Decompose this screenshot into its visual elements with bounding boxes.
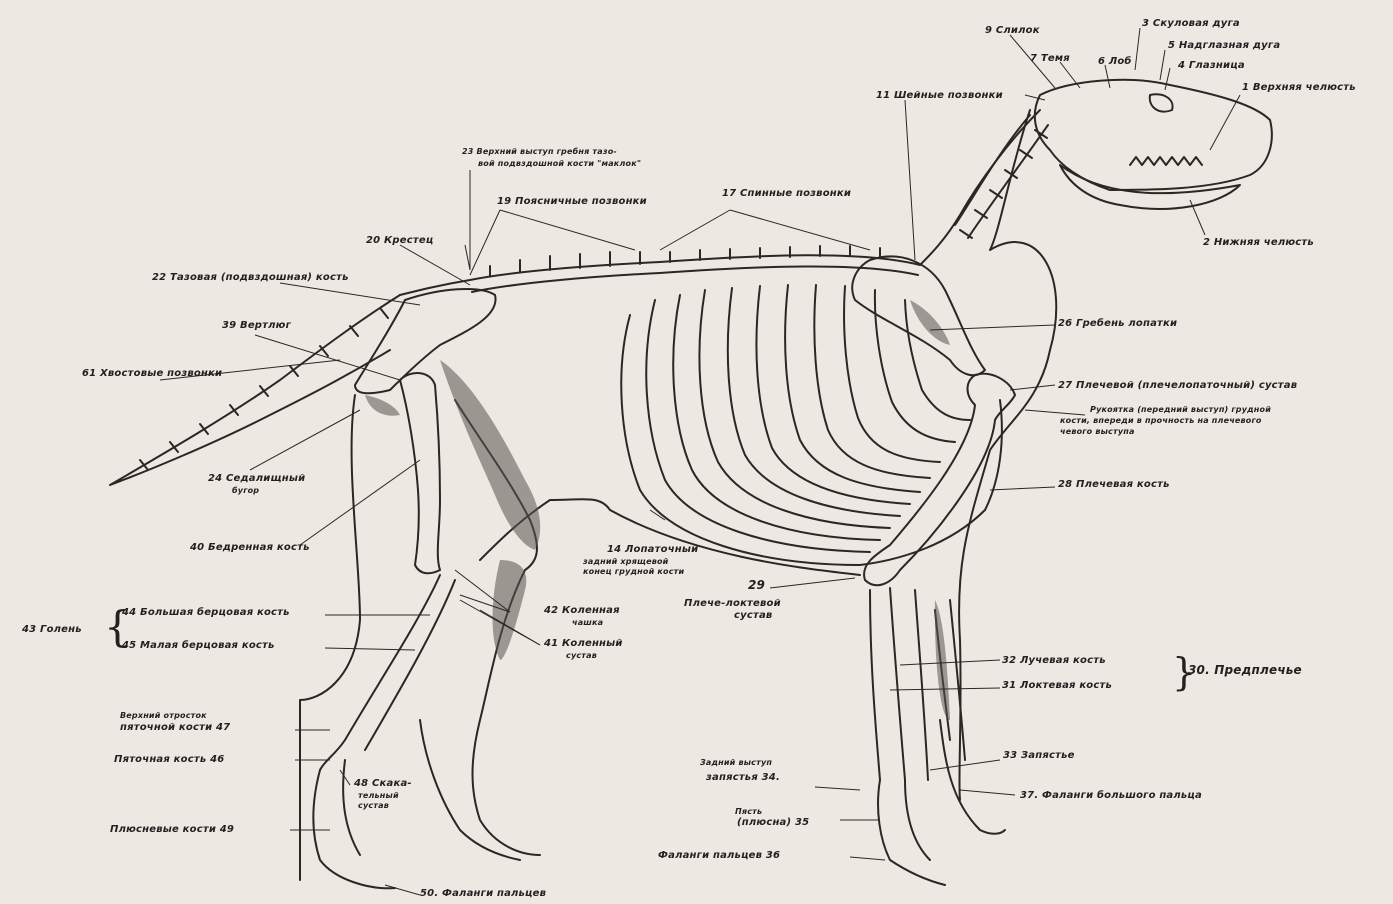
label-sternum-1: 14 Лопаточный (607, 544, 698, 555)
label-tibia: 44 Большая берцовая кость (122, 607, 290, 618)
label-elbow-1: Плече-локтевой (684, 598, 781, 609)
label-tail-vertebrae: 61 Хвостовые позвонки (82, 368, 222, 379)
label-patella-2: чашка (572, 618, 603, 627)
label-hip-crest-1: 23 Верхний выступ гребня тазо- (462, 147, 617, 156)
label-elbow-2: сустав (734, 610, 772, 621)
label-manubrium-1: Рукоятка (передний выступ) грудной (1090, 405, 1271, 414)
label-ischial-tuber-1: 24 Седалищный (208, 473, 305, 484)
label-fibula: 45 Малая берцовая кость (122, 640, 275, 651)
ribcage (621, 285, 970, 565)
label-calcaneal-process-2: пяточной кости 47 (120, 722, 230, 733)
label-hock-2: тельный (358, 791, 399, 800)
label-ulna: 31 Локтевая кость (1002, 680, 1112, 691)
label-sternum-2: задний хрящевой (583, 557, 669, 566)
label-dewclaw-phalanges: 37. Фаланги большого пальца (1020, 790, 1202, 801)
label-lumbar-vertebrae: 19 Поясничные позвонки (497, 196, 647, 207)
label-accessory-carpal-2: запястья 34. (706, 772, 780, 783)
label-supraorbital-arch: 5 Надглазная дуга (1168, 40, 1280, 51)
label-orbit: 4 Глазница (1178, 60, 1245, 71)
label-trochanter: 39 Вертлюг (222, 320, 291, 331)
label-zygomatic-arch: 3 Скуловая дуга (1142, 18, 1240, 29)
label-accessory-carpal-1: Задний выступ (700, 758, 772, 767)
label-elbow-number: 29 (748, 580, 765, 591)
label-forehead: 6 Лоб (1098, 56, 1132, 67)
label-forearm: 30. Предплечье (1188, 665, 1302, 676)
body-outline (300, 110, 1056, 880)
label-shoulder-joint: 27 Плечевой (плечелопаточный) сустав (1058, 380, 1297, 391)
label-manubrium-3: чевого выступа (1060, 427, 1135, 436)
label-radius: 32 Лучевая кость (1002, 655, 1106, 666)
label-metacarpus-2: (плюсна) 35 (737, 817, 809, 828)
label-carpus: 33 Запястье (1003, 750, 1075, 761)
front-foot (878, 720, 1005, 885)
eye-socket (1150, 94, 1173, 111)
label-femur: 40 Бедренная кость (190, 542, 310, 553)
label-cervical-vertebrae: 11 Шейные позвонки (876, 90, 1003, 101)
label-hip-crest-2: вой подвздошной кости "маклок" (478, 159, 641, 168)
teeth (1130, 157, 1202, 165)
label-pelvic-bone: 22 Тазовая (подвздошная) кость (152, 272, 349, 283)
label-hock-1: 48 Скака- (354, 778, 412, 789)
label-metatarsals: Плюсневые кости 49 (110, 824, 234, 835)
label-lower-jaw: 2 Нижняя челюсть (1203, 237, 1314, 248)
mandible (1060, 165, 1240, 209)
label-calcaneal-process-1: Верхний отросток (120, 711, 207, 720)
humerus (864, 374, 1015, 586)
tibia (320, 575, 455, 770)
forearm-brace: } (1172, 650, 1196, 694)
label-crown: 7 Темя (1030, 53, 1070, 64)
label-stifle-1: 41 Коленный (544, 638, 623, 649)
label-patella-1: 42 Коленная (544, 605, 620, 616)
label-thoracic-vertebrae: 17 Спинные позвонки (722, 188, 851, 199)
label-scapula-crest: 26 Гребень лопатки (1058, 318, 1177, 329)
skull (1035, 80, 1272, 190)
label-hind-phalanges: 50. Фаланги пальцев (420, 888, 546, 899)
label-upper-jaw: 1 Верхняя челюсть (1242, 82, 1356, 93)
label-sternum-3: конец грудной кости (583, 567, 684, 576)
label-manubrium-2: кости, впереди в прочность на плечевого (1060, 416, 1262, 425)
front-forearm (870, 588, 928, 780)
label-sacrum: 20 Крестец (366, 235, 433, 246)
pelvis (355, 289, 496, 393)
label-humerus: 28 Плечевая кость (1058, 479, 1170, 490)
label-lower-leg: 43 Голень (22, 624, 82, 635)
label-ischial-tuber-2: бугор (232, 486, 259, 495)
femur (400, 373, 440, 573)
label-hock-3: сустав (358, 801, 389, 810)
label-front-phalanges: Фаланги пальцев 36 (658, 850, 780, 861)
label-occiput: 9 Слилок (985, 25, 1040, 36)
label-metacarpus-1: Пясть (735, 807, 762, 816)
label-calcaneus: Пяточная кость 46 (114, 754, 224, 765)
label-stifle-2: сустав (566, 651, 597, 660)
